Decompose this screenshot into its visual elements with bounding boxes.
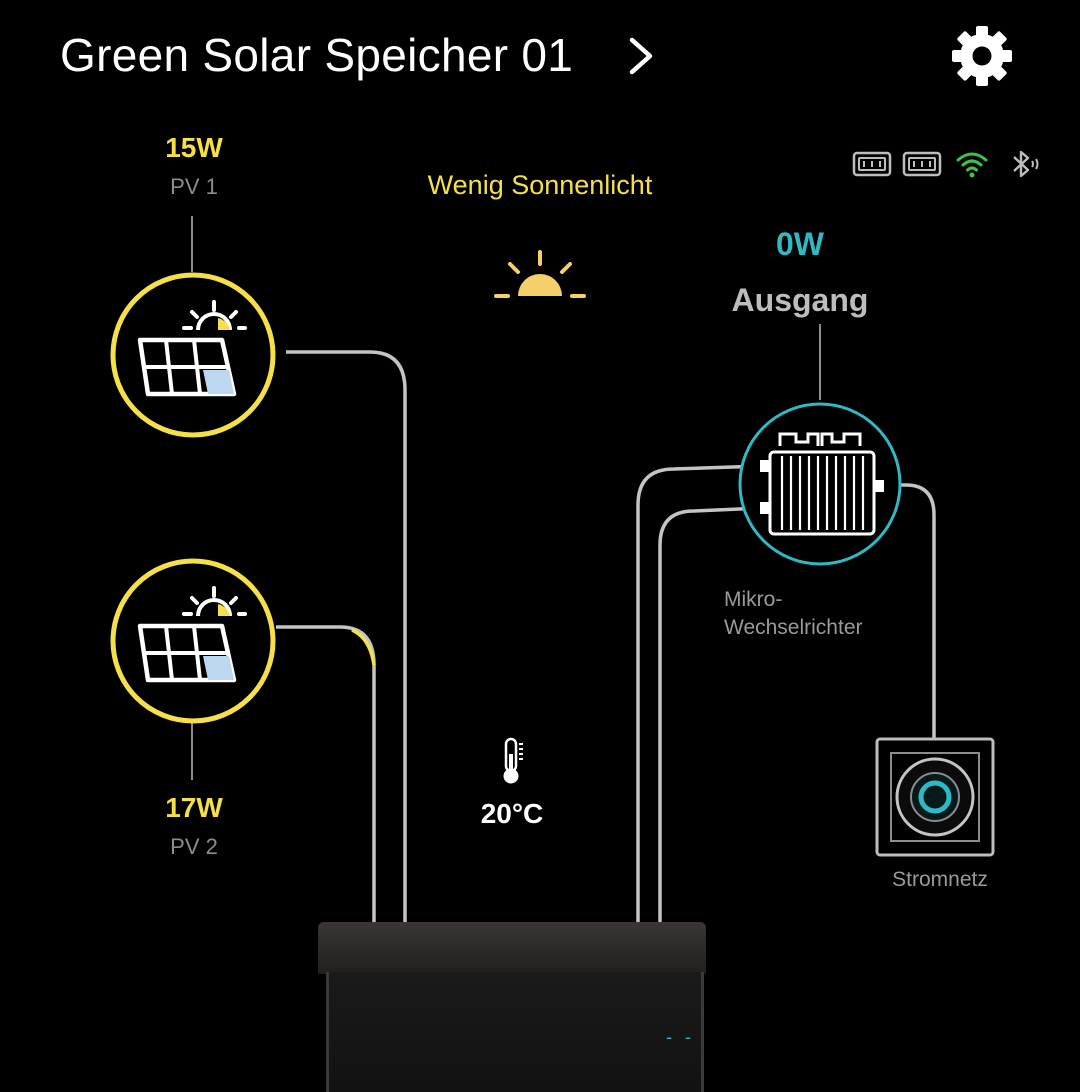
pv2-power: 17W xyxy=(165,792,223,823)
output-label: Ausgang xyxy=(731,282,869,318)
temperature-value: 20°C xyxy=(480,798,544,829)
thermometer-icon xyxy=(498,736,526,786)
battery-module-icon xyxy=(852,148,892,180)
battery-module-icon xyxy=(902,148,942,180)
battery-indicator: - - xyxy=(666,1027,695,1047)
micro-inverter-icon xyxy=(738,402,902,566)
inverter-label: Mikro- Wechselrichter xyxy=(724,588,863,639)
battery-unit[interactable] xyxy=(326,972,704,1092)
grid-label: Stromnetz xyxy=(892,868,988,891)
solar-panel-icon xyxy=(110,558,276,724)
output-power: 0W xyxy=(776,226,824,262)
pv1-label: PV 1 xyxy=(170,174,218,199)
grid-socket-node[interactable] xyxy=(874,736,996,858)
solar-panel-icon xyxy=(110,272,276,438)
pv2-label: PV 2 xyxy=(170,834,218,859)
wifi-icon xyxy=(954,148,990,180)
weather-status: Wenig Sonnenlicht xyxy=(427,170,653,200)
low-sun-icon xyxy=(490,246,590,306)
pv1-panel-node[interactable] xyxy=(108,270,278,440)
pv2-panel-node[interactable] xyxy=(108,556,278,726)
bluetooth-icon xyxy=(1006,148,1042,180)
inverter-node[interactable] xyxy=(736,400,904,568)
page-title: Green Solar Speicher 01 xyxy=(60,29,574,81)
chevron-right-icon[interactable] xyxy=(622,34,662,78)
gear-icon xyxy=(952,26,1012,86)
power-socket-icon xyxy=(875,737,995,857)
settings-button[interactable] xyxy=(948,22,1016,90)
pv1-power: 15W xyxy=(165,132,223,163)
battery-unit-top xyxy=(318,922,706,974)
